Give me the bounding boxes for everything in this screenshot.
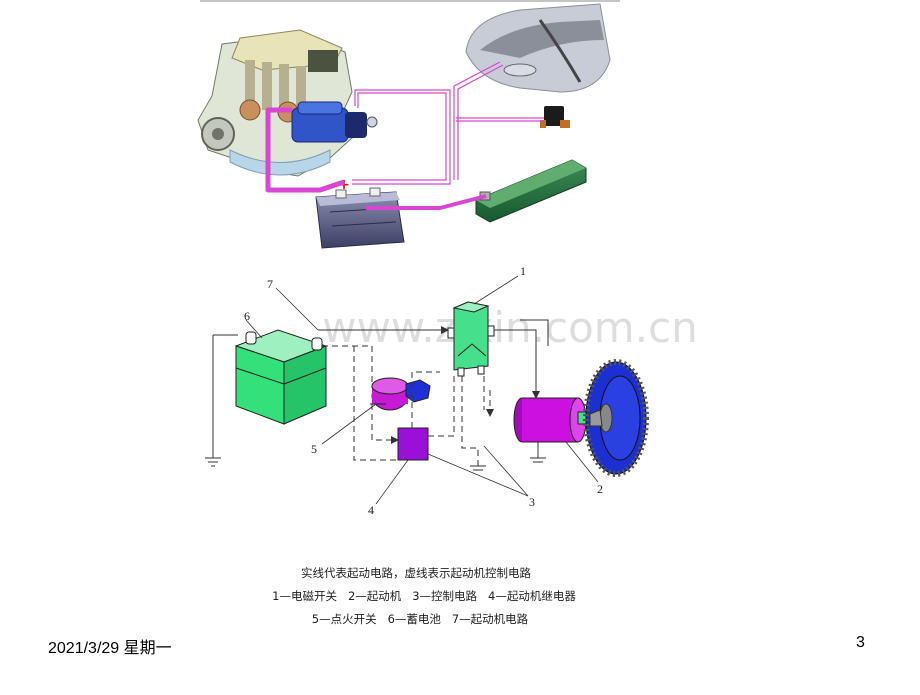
starting-system-illustration: + [197, 3, 611, 249]
footer-date: 2021/3/29 星期一 [48, 640, 172, 657]
callout-leaders [245, 275, 599, 505]
solenoid-switch-1 [447, 301, 495, 377]
starter-motor-illustration [291, 101, 378, 143]
caption-line-2: 1—电磁开关 2—起动机 3—控制电路 4—起动机继电器 [272, 589, 576, 603]
control-ground [470, 465, 486, 471]
car-interior-illustration [465, 3, 611, 93]
callout-6: 6 [244, 309, 250, 323]
caption-line-1: 实线代表起动电路，虚线表示起动机控制电路 [301, 566, 531, 580]
flywheel-gear [583, 359, 649, 477]
starter-motor-2 [513, 397, 593, 463]
relay-illustration [540, 106, 570, 128]
caption-line-3: 5—点火开关 6—蓄电池 7—起动机电路 [312, 612, 529, 626]
battery-ground [205, 334, 238, 467]
callout-3: 3 [529, 495, 535, 509]
page-number: 3 [856, 634, 865, 651]
starting-circuit-schematic: 1 2 3 4 5 6 7 [205, 264, 649, 517]
callout-1: 1 [520, 264, 526, 278]
control-circuit-dashed [322, 345, 494, 466]
diagram-caption: 实线代表起动电路，虚线表示起动机控制电路 1—电磁开关 2—起动机 3—控制电路… [272, 566, 576, 626]
watermark: www.zixin.com.cn [322, 303, 698, 352]
ignition-switch-5 [370, 377, 431, 411]
illustration-wiring [265, 61, 544, 210]
battery-6 [234, 329, 328, 425]
ground-rail-illustration [475, 159, 587, 223]
positive-terminal-plus: + [338, 177, 350, 193]
starter-relay-4 [397, 427, 429, 461]
callout-4: 4 [368, 503, 374, 517]
callout-2: 2 [597, 482, 603, 496]
starter-circuit-solid [318, 319, 549, 399]
battery-illustration [315, 187, 405, 249]
callout-5: 5 [311, 442, 317, 456]
callout-7: 7 [267, 277, 273, 291]
